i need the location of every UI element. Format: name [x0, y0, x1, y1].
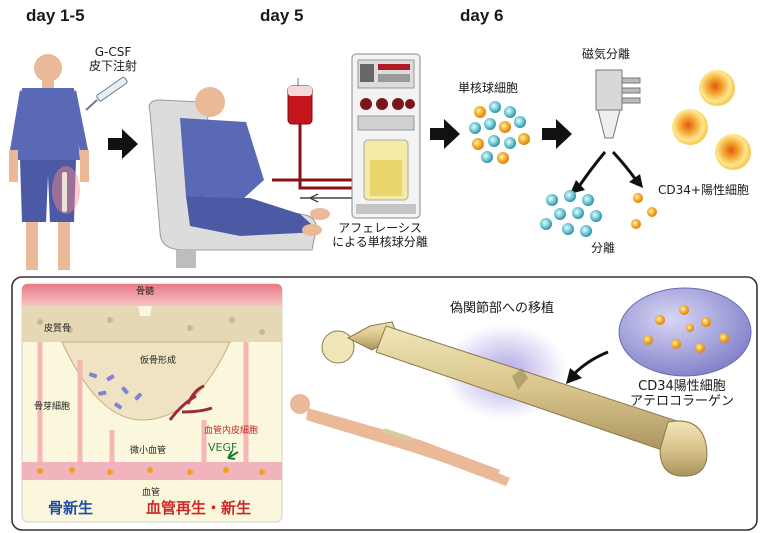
- cd34-gel-label: CD34陽性細胞 アテロコラーゲン: [612, 380, 752, 410]
- step1-label: G-CSF 皮下注射: [78, 46, 148, 74]
- step2-label: アフェレーシス による単核球分離: [322, 222, 438, 250]
- capillary-label: 微小血管: [130, 446, 166, 456]
- osteoblast-label: 骨芽細胞: [34, 402, 70, 412]
- angiogenesis-label: 血管再生・新生: [146, 500, 251, 517]
- mononuclear-cells-cluster: [469, 101, 530, 164]
- cd34-positive-label: CD34+陽性細胞: [658, 184, 749, 198]
- cd34-cells-large: [672, 70, 751, 170]
- vessel-label: 血管: [142, 488, 160, 498]
- mononuclear-cells-label: 単核球細胞: [458, 82, 518, 96]
- magnetic-separation-label: 磁気分離: [582, 48, 630, 62]
- syringe-icon: [86, 76, 128, 110]
- timeline-day-2: day 5: [260, 6, 303, 26]
- process-arrow-1: [108, 129, 138, 159]
- step2-label-line1: アフェレーシス: [322, 222, 438, 236]
- separation-arrow-left: [578, 152, 605, 188]
- process-arrow-2: [430, 119, 460, 149]
- transplant-title: 偽関節部への移植: [450, 302, 554, 317]
- collagen-gel-blob: [619, 288, 751, 376]
- cd34-gel-label-line1: CD34陽性細胞: [612, 380, 752, 395]
- marrow-label: 骨髄: [136, 287, 154, 297]
- separated-cells-mixed: [540, 190, 602, 237]
- standing-patient-figure: [9, 54, 89, 270]
- cortical-bone-label: 皮質骨: [44, 324, 71, 334]
- separation-arrow-right-head: [629, 174, 643, 188]
- magnetic-separator-icon: [596, 70, 640, 138]
- apheresis-machine: [352, 54, 420, 218]
- step1-label-line2: 皮下注射: [78, 60, 148, 74]
- process-arrow-3: [542, 119, 572, 149]
- timeline-day-3: day 6: [460, 6, 503, 26]
- vegf-label: VEGF: [208, 442, 237, 455]
- osteogenesis-label: 骨新生: [48, 500, 93, 517]
- cd34-gel-label-line2: アテロコラーゲン: [612, 395, 752, 410]
- endothelial-cell-label: 血管内皮細胞: [204, 426, 258, 436]
- separated-cd34-cells: [631, 193, 657, 229]
- step2-label-line2: による単核球分離: [322, 236, 438, 250]
- callus-label: 仮骨形成: [140, 356, 176, 366]
- apheresis-tubing: [272, 180, 356, 202]
- step1-label-line1: G-CSF: [78, 46, 148, 60]
- timeline-day-1: day 1-5: [26, 6, 85, 26]
- separation-label: 分離: [591, 242, 615, 256]
- blood-bag-icon: [288, 78, 356, 188]
- separation-arrow-right: [613, 152, 636, 180]
